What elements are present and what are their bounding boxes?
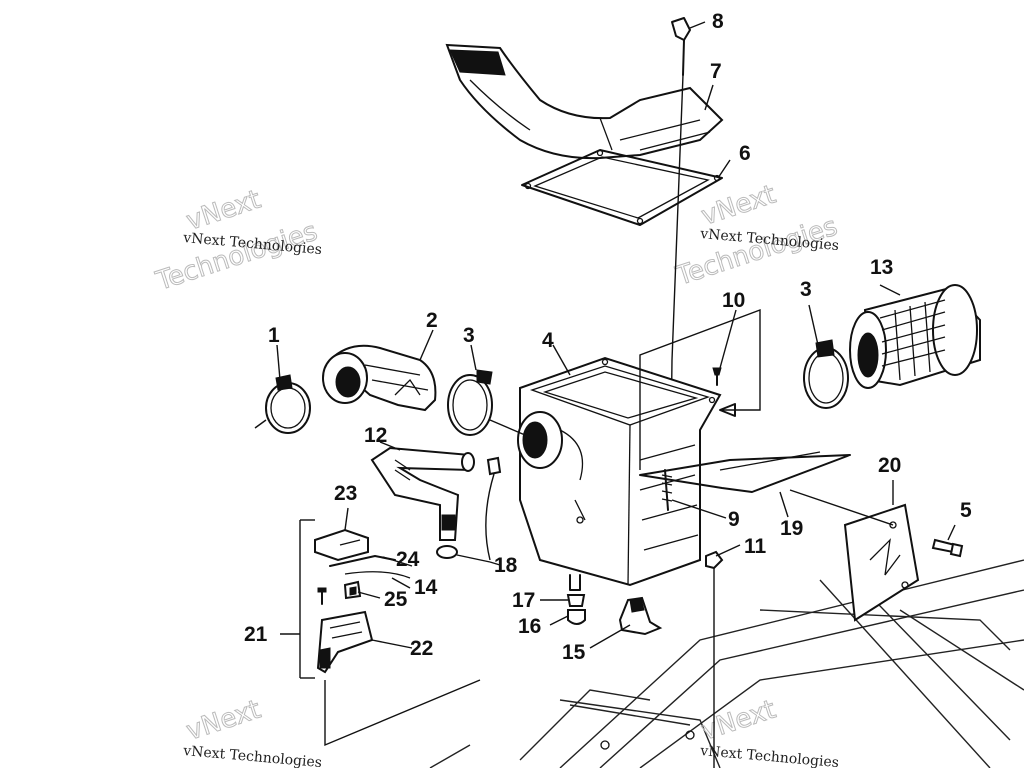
- callout-8: 8: [712, 10, 724, 33]
- watermark: vNext Technologies vNext Technologies vN…: [151, 179, 841, 768]
- vehicle-frame: [429, 559, 1024, 768]
- part-25-clip: [317, 580, 362, 605]
- callout-18: 18: [494, 554, 518, 577]
- leader-lines: [276, 84, 956, 649]
- callout-11: 11: [744, 535, 767, 558]
- part-6-gasket: [521, 149, 723, 226]
- part-21-bracket-assembly: [280, 519, 481, 747]
- part-3-hose-clamp: [447, 369, 526, 436]
- callout-23: 23: [334, 482, 357, 505]
- callout-9: 9: [728, 508, 740, 531]
- callout-3-right: 3: [800, 278, 812, 301]
- part-9-spring: [661, 469, 673, 511]
- part-10-screw: [712, 367, 722, 386]
- part-3-hose-clamp-right: [803, 339, 849, 409]
- callout-7: 7: [710, 60, 722, 83]
- callout-12: 12: [364, 424, 387, 447]
- part-2-elbow-duct: [322, 344, 437, 412]
- callout-1: 1: [268, 324, 280, 347]
- callout-5: 5: [960, 499, 972, 522]
- callout-10: 10: [722, 289, 745, 312]
- watermark-vnext: vNext: [183, 185, 265, 237]
- part-7-intake-cover: [445, 43, 724, 160]
- part-1-hose-clamp: [254, 374, 311, 434]
- part-13-air-filter: [849, 284, 981, 389]
- watermark-text: vNext Technologies: [699, 743, 840, 768]
- callout-3: 3: [463, 324, 475, 347]
- callout-14: 14: [414, 576, 438, 599]
- watermark-text: vNext Technologies: [182, 743, 323, 768]
- watermark-vnext: vNext: [698, 695, 780, 747]
- callout-15: 15: [562, 641, 586, 664]
- part-4-air-box: [517, 356, 722, 591]
- callout-17: 17: [512, 589, 535, 612]
- callouts: 1 2 3 3 4 5 6 7 8 9 10 11 12 13 14 15 16…: [244, 10, 972, 664]
- part-16-bumper: [567, 609, 586, 625]
- watermark-vnext: vNext: [183, 695, 265, 747]
- callout-19: 19: [780, 517, 803, 540]
- callout-4: 4: [542, 329, 554, 352]
- part-20-access-cover: [789, 489, 920, 622]
- part-23-pad: [314, 528, 369, 562]
- part-14-strap: [344, 571, 411, 579]
- callout-6: 6: [739, 142, 751, 165]
- callout-22: 22: [410, 637, 433, 660]
- part-18-hose-clamps: [436, 456, 502, 563]
- watermark-technologies: Technologies: [152, 217, 321, 297]
- callout-25: 25: [384, 588, 408, 611]
- part-12-breather-hose: [370, 446, 475, 541]
- part-19-plate: [639, 308, 851, 493]
- callout-24: 24: [396, 548, 420, 571]
- callout-16: 16: [518, 615, 541, 638]
- callout-2: 2: [426, 309, 438, 332]
- callout-20: 20: [878, 454, 901, 477]
- part-22-mount-bracket: [316, 610, 374, 674]
- part-11-nut: [705, 550, 724, 768]
- part-5-bolt: [931, 538, 964, 558]
- watermark-vnext: vNext: [698, 180, 780, 232]
- part-17-grommet: [566, 594, 586, 607]
- callout-21: 21: [244, 623, 268, 646]
- part-15-bracket: [618, 596, 663, 636]
- callout-13: 13: [870, 256, 893, 279]
